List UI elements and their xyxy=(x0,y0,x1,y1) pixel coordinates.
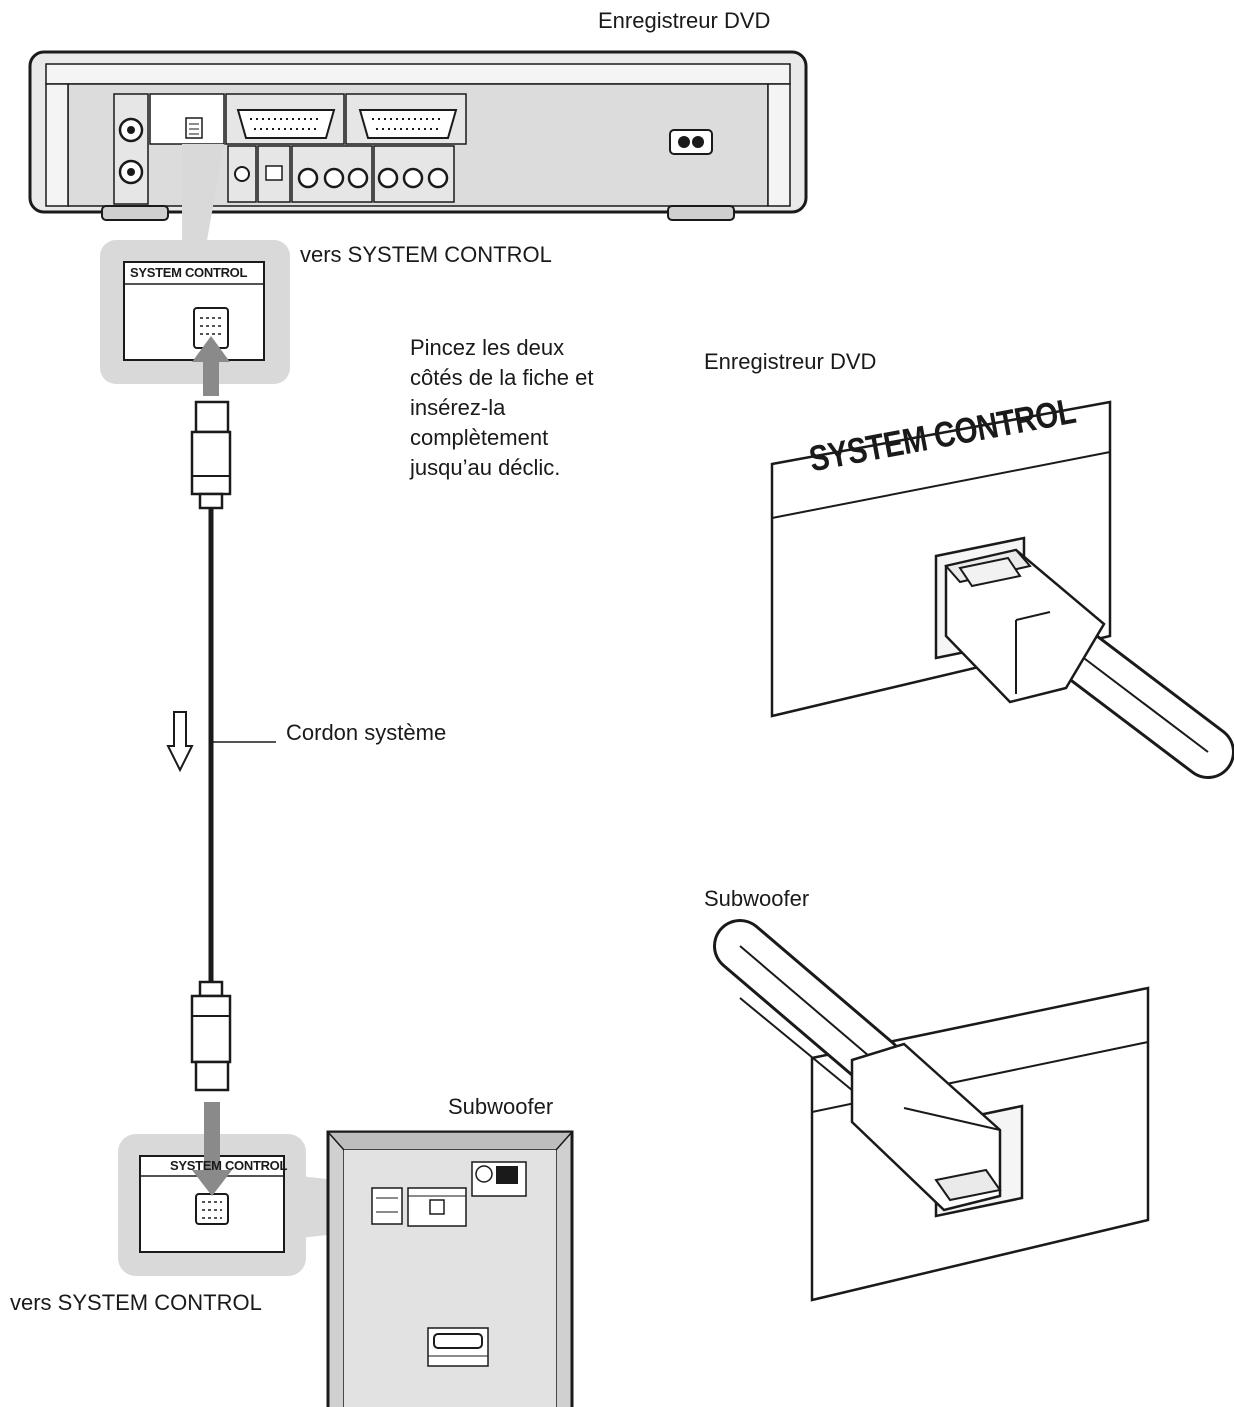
detail-dvd-connector xyxy=(770,400,1234,779)
top-callout xyxy=(100,144,290,396)
system-cable xyxy=(166,400,276,1092)
detail-subwoofer-connector xyxy=(713,919,1150,1302)
insertion-instruction: Pincez les deux côtés de la fiche et ins… xyxy=(410,335,594,480)
bottom-plate-label: SYSTEM CONTROL xyxy=(170,1158,288,1173)
top-to-system-control-label: vers SYSTEM CONTROL xyxy=(300,242,552,267)
subwoofer-title: Subwoofer xyxy=(448,1094,554,1119)
dvd-recorder-rear-panel xyxy=(28,50,808,221)
top-plate-label: SYSTEM CONTROL xyxy=(130,265,248,280)
cable-label: Cordon système xyxy=(286,720,447,745)
detail-dvd-title: Enregistreur DVD xyxy=(704,349,877,374)
detail-subwoofer-title: Subwoofer xyxy=(704,886,810,911)
bottom-to-system-control-label: vers SYSTEM CONTROL xyxy=(10,1290,262,1315)
dvd-recorder-title: Enregistreur DVD xyxy=(598,8,771,33)
subwoofer-rear-panel xyxy=(326,1130,574,1407)
